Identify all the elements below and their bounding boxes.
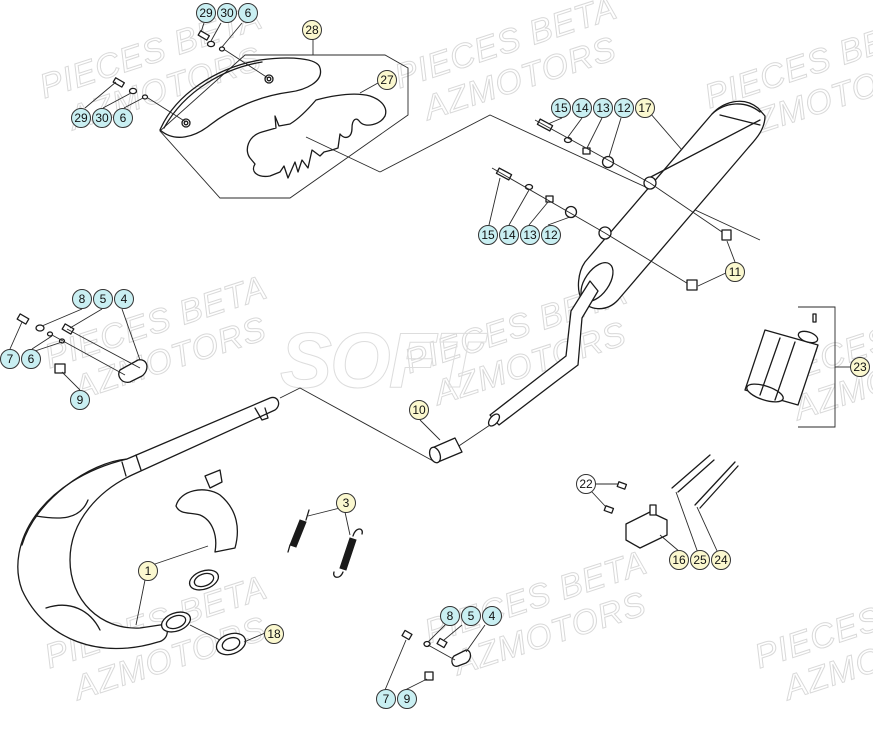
part-number-callout-8[interactable]: 8 (440, 606, 460, 626)
part-number-callout-13[interactable]: 13 (520, 225, 540, 245)
mount-bracket-bottom (384, 624, 486, 691)
part-number-callout-5[interactable]: 5 (93, 289, 113, 309)
sleeve-part-10 (419, 419, 463, 464)
part-number-callout-14[interactable]: 14 (499, 225, 519, 245)
callout-group: 1 (138, 561, 159, 581)
part-number-callout-8[interactable]: 8 (72, 289, 92, 309)
part-number-callout-30[interactable]: 30 (92, 108, 112, 128)
flange-gaskets (135, 569, 266, 656)
part-number-callout-15[interactable]: 15 (551, 98, 571, 118)
part-number-callout-17[interactable]: 17 (635, 98, 655, 118)
part-number-callout-9[interactable]: 9 (70, 390, 90, 410)
chamber-to-sleeve-leader (279, 387, 491, 463)
callout-group: 3 (336, 493, 357, 513)
part-number-callout-12[interactable]: 12 (541, 225, 561, 245)
part-number-callout-12[interactable]: 12 (614, 98, 634, 118)
expansion-chamber-part-1 (17, 396, 280, 650)
silencer-fasteners-upper (534, 117, 723, 233)
part-number-callout-14[interactable]: 14 (572, 98, 592, 118)
heat-shield-group-outline (159, 32, 409, 199)
callout-group: 9 (70, 390, 91, 410)
part-number-callout-7[interactable]: 7 (376, 689, 396, 709)
header-bend (151, 469, 238, 566)
part-number-callout-30[interactable]: 30 (217, 3, 237, 23)
callout-group: 10 (409, 400, 430, 420)
silencer-link-pipe (487, 280, 599, 427)
part-number-callout-18[interactable]: 18 (264, 624, 284, 644)
spring-part-3 (287, 507, 363, 578)
part-number-callout-7[interactable]: 7 (0, 349, 20, 369)
part-number-callout-6[interactable]: 6 (238, 3, 258, 23)
part-number-callout-4[interactable]: 4 (482, 606, 502, 626)
part-number-callout-3[interactable]: 3 (336, 493, 356, 513)
part-number-callout-5[interactable]: 5 (461, 606, 481, 626)
callout-group: 18 (264, 624, 285, 644)
part-number-callout-10[interactable]: 10 (409, 400, 429, 420)
part-number-callout-28[interactable]: 28 (302, 20, 322, 40)
part-number-callout-22[interactable]: 22 (576, 474, 596, 494)
shield-fasteners-top (197, 22, 269, 79)
clip-part-11 (686, 229, 736, 291)
callout-group: 28 (302, 20, 323, 40)
callout-group: 23 (850, 357, 871, 377)
part-number-callout-1[interactable]: 1 (138, 561, 158, 581)
silencer-fasteners-lower (488, 167, 691, 286)
part-number-callout-27[interactable]: 27 (377, 70, 397, 90)
callout-group: 22 (576, 474, 597, 494)
mount-bracket-left (9, 308, 148, 391)
part-number-callout-24[interactable]: 24 (711, 550, 731, 570)
shield-fasteners-left (84, 77, 187, 123)
part-number-callout-4[interactable]: 4 (114, 289, 134, 309)
part-number-callout-29[interactable]: 29 (71, 108, 91, 128)
part-number-callout-6[interactable]: 6 (113, 108, 133, 128)
part-number-callout-29[interactable]: 29 (196, 3, 216, 23)
sensor-part-16 (591, 481, 681, 553)
part-number-callout-16[interactable]: 16 (669, 550, 689, 570)
part-number-callout-9[interactable]: 9 (397, 689, 417, 709)
part-number-callout-13[interactable]: 13 (593, 98, 613, 118)
part-number-callout-25[interactable]: 25 (690, 550, 710, 570)
callout-group: 27 (377, 70, 398, 90)
hose-parts-25-24 (671, 454, 739, 554)
part-number-callout-15[interactable]: 15 (478, 225, 498, 245)
part-number-callout-11[interactable]: 11 (725, 262, 745, 282)
callout-group: 11 (725, 262, 746, 282)
heat-shield-part-28 (159, 57, 322, 138)
silencer-insert-part-23 (744, 306, 850, 428)
part-number-callout-6[interactable]: 6 (21, 349, 41, 369)
part-number-callout-23[interactable]: 23 (850, 357, 870, 377)
